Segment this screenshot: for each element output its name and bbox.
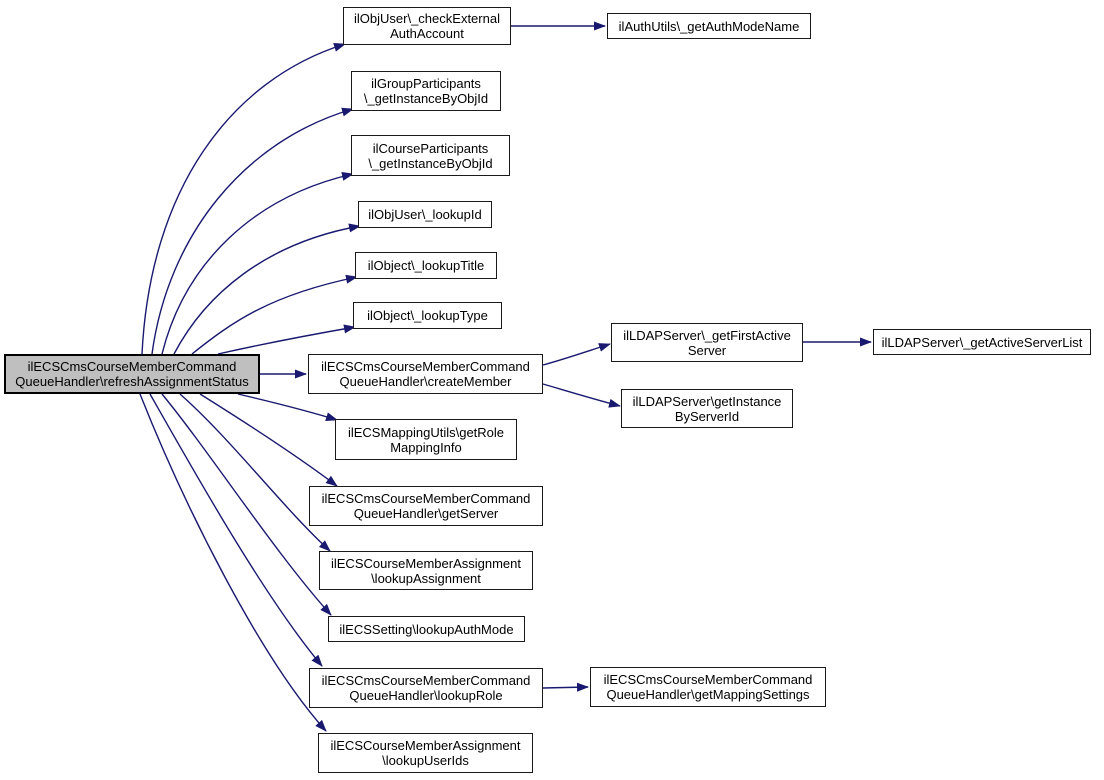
edge-root-to-lookup-assignment [179, 393, 331, 552]
node-lookup-type[interactable]: ilObject\_lookupType [353, 302, 502, 329]
node-lookup-user-ids[interactable]: ilECSCourseMemberAssignment \lookupUserI… [318, 733, 533, 773]
edge-root-to-get-server [199, 393, 338, 487]
edge-root-to-lookup-type [217, 324, 356, 355]
edge-root-to-lookup-title [191, 274, 358, 355]
edge-lookup-role-to-mapping-settings [542, 682, 589, 692]
node-get-auth-mode-name[interactable]: ilAuthUtils\_getAuthModeName [607, 13, 811, 39]
node-lookup-id[interactable]: ilObjUser\_lookupId [358, 201, 492, 228]
node-course-participants-get-instance[interactable]: ilCourseParticipants \_getInstanceByObjI… [351, 135, 510, 176]
edge-root-to-course-participants [161, 172, 354, 355]
node-get-instance-by-server-id[interactable]: ilLDAPServer\getInstance ByServerId [621, 389, 793, 428]
node-check-external-auth-account[interactable]: ilObjUser\_checkExternal AuthAccount [343, 7, 511, 45]
edge-root-to-role-mapping-info [237, 393, 338, 422]
edge-create-member-to-instance-by-server-id [542, 383, 621, 408]
node-refresh-assignment-status: ilECSCmsCourseMemberCommand QueueHandler… [4, 354, 260, 394]
node-lookup-auth-mode[interactable]: ilECSSetting\lookupAuthMode [328, 616, 525, 642]
node-get-server[interactable]: ilECSCmsCourseMemberCommand QueueHandler… [309, 486, 543, 526]
node-group-participants-get-instance[interactable]: ilGroupParticipants \_getInstanceByObjId [351, 71, 501, 111]
node-get-first-active-server[interactable]: ilLDAPServer\_getFirstActive Server [611, 323, 803, 362]
node-create-member[interactable]: ilECSCmsCourseMemberCommand QueueHandler… [308, 354, 543, 394]
node-get-role-mapping-info[interactable]: ilECSMappingUtils\getRole MappingInfo [335, 419, 517, 460]
node-lookup-assignment[interactable]: ilECSCourseMemberAssignment \lookupAssig… [319, 551, 533, 590]
edge-root-to-lookup-id [173, 223, 361, 355]
edge-create-member-to-first-active-server [542, 343, 611, 366]
node-lookup-role[interactable]: ilECSCmsCourseMemberCommand QueueHandler… [309, 668, 543, 708]
edge-root-to-lookup-role [149, 393, 323, 667]
edge-root-to-lookup-user-ids [139, 393, 327, 732]
node-lookup-title[interactable]: ilObject\_lookupTitle [355, 252, 497, 279]
edge-root-to-group-participants [151, 107, 354, 355]
edge-root-to-check-external [141, 42, 346, 355]
edge-root-to-lookup-auth-mode [161, 393, 332, 616]
node-get-active-server-list[interactable]: ilLDAPServer\_getActiveServerList [873, 329, 1091, 355]
node-get-mapping-settings[interactable]: ilECSCmsCourseMemberCommand QueueHandler… [590, 667, 826, 707]
